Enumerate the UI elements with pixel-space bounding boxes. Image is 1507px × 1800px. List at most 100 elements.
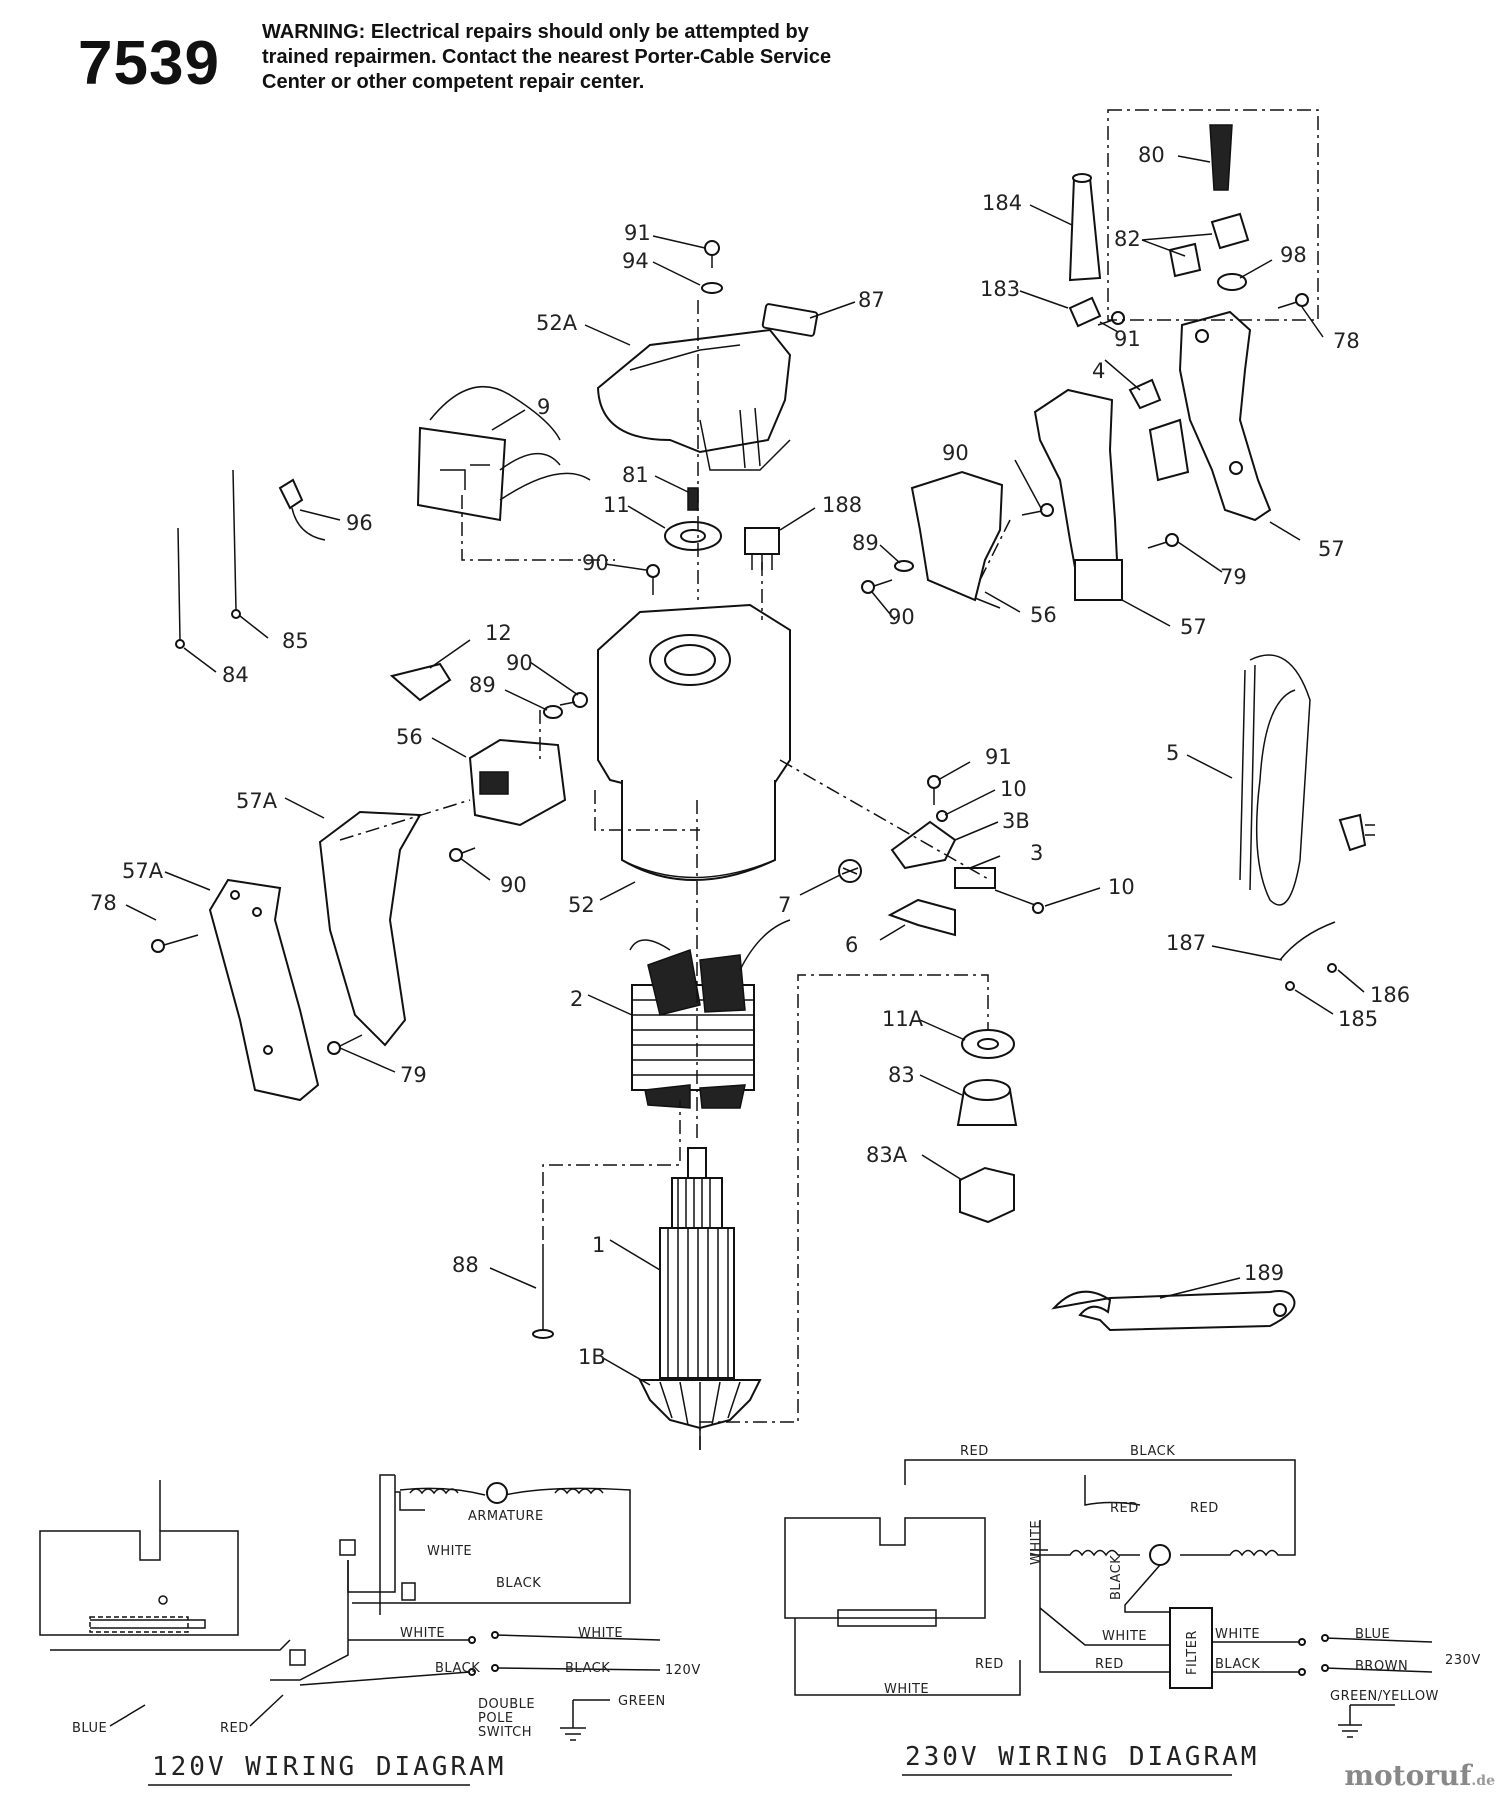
callout-11a: 11A	[882, 1007, 924, 1031]
callout-1b: 1B	[578, 1345, 606, 1369]
bearing-11	[664, 521, 722, 551]
callout-56-b: 56	[1030, 603, 1057, 627]
callout-56-a: 56	[396, 725, 423, 749]
washer-89-b	[543, 705, 563, 719]
screw-184	[1327, 963, 1337, 973]
spring-7	[838, 859, 862, 883]
wl230-blue: BLUE	[1355, 1627, 1390, 1642]
wl230-red2: RED	[1190, 1501, 1219, 1516]
collet-83	[956, 1079, 1018, 1126]
callout-90-a: 90	[506, 651, 533, 675]
brush-3	[954, 867, 996, 889]
model-number: 7539	[78, 29, 220, 98]
clip-6	[887, 898, 956, 937]
callout-84: 84	[222, 663, 249, 687]
callout-10-b: 10	[1108, 875, 1135, 899]
wl120-white1: WHITE	[427, 1544, 472, 1559]
collet-82	[1168, 212, 1250, 278]
callout-98: 96	[346, 511, 373, 535]
callout-10-a: 10	[1000, 777, 1027, 801]
switch-4	[1128, 378, 1190, 482]
callout-89-a: 89	[469, 673, 496, 697]
motor-housing-52	[597, 603, 791, 881]
callout-11: 11	[603, 493, 630, 517]
wl120-voltage: 120V	[665, 1663, 701, 1678]
wiring-diagram-230v: RED BLACK RED RED WHITE BLACK WHITE FILT…	[784, 1444, 1480, 1776]
wl120-armature: ARMATURE	[468, 1509, 544, 1524]
power-cord-5	[1239, 654, 1375, 906]
screw-94	[704, 240, 720, 268]
wl120-black1: BLACK	[496, 1576, 541, 1591]
callout-81: 81	[622, 463, 649, 487]
screw-91-a	[646, 564, 660, 595]
washer-96	[1217, 273, 1247, 291]
wl120-white3: WHITE	[578, 1626, 623, 1641]
wl230-top-red: RED	[960, 1444, 989, 1459]
motor-cap-52a	[596, 328, 792, 471]
wire-tie-85	[231, 469, 241, 619]
screw-10-b	[994, 889, 1044, 914]
screw-78-right	[1277, 293, 1309, 309]
callout-79-a: 79	[400, 1063, 427, 1087]
callout-57a-b: 57A	[122, 859, 164, 883]
wl230-black2: BLACK	[1215, 1657, 1260, 1672]
callout-12: 12	[485, 621, 512, 645]
screw-91-b	[927, 775, 941, 805]
wl120-red: RED	[220, 1721, 249, 1736]
callout-184: 186	[1370, 983, 1410, 1007]
hose-187	[1068, 173, 1102, 282]
callout-7: 7	[778, 893, 791, 917]
callout-185: 187	[1166, 931, 1206, 955]
collet-nut-83a	[959, 1166, 1015, 1224]
centerline-9	[339, 799, 471, 841]
callout-90-b: 90	[500, 873, 527, 897]
callout-189: 189	[1244, 1261, 1284, 1285]
callout-57-b: 57	[1180, 615, 1207, 639]
ground-wire-185	[1279, 921, 1336, 961]
callout-80: 80	[1138, 143, 1165, 167]
wl230-white-v: WHITE	[1029, 1520, 1044, 1565]
callout-78-a: 78	[90, 891, 117, 915]
spring-81	[687, 487, 699, 511]
wl120-black3: BLACK	[565, 1661, 610, 1676]
centerline-11	[979, 519, 1011, 581]
callout-57a-a: 57A	[236, 789, 278, 813]
washer-183	[1285, 981, 1295, 991]
callout-3: 3	[1030, 841, 1043, 865]
callout-79-b: 79	[1220, 565, 1247, 589]
screw-90-left	[449, 847, 476, 862]
screw-79-right	[1147, 533, 1179, 549]
screw-90-c	[559, 692, 588, 708]
wl230-white2: WHITE	[1215, 1627, 1260, 1642]
wl120-blue: BLUE	[72, 1721, 107, 1736]
callout-187: 184	[982, 191, 1022, 215]
wl120-switch3: SWITCH	[478, 1725, 532, 1740]
callout-83a: 83A	[866, 1143, 908, 1167]
plate-186	[1068, 296, 1102, 328]
callout-4: 4	[1092, 359, 1105, 383]
callout-5: 5	[1166, 741, 1179, 765]
field-stator-2	[629, 919, 791, 1109]
callout-6: 6	[845, 933, 858, 957]
callout-83: 83	[888, 1063, 915, 1087]
centerline-2	[461, 495, 615, 561]
wiring-diagram-120v: ARMATURE WHITE BLACK WHITE WHITE BLACK B…	[39, 1474, 701, 1786]
callout-57-a: 57	[1318, 537, 1345, 561]
handle-57a-inner	[318, 810, 422, 1047]
wrench-189	[1051, 1290, 1296, 1332]
warning-line-3: Center or other competent repair center.	[262, 71, 645, 93]
washer-89-right	[894, 560, 914, 572]
wl230-greenyellow: GREEN/YELLOW	[1330, 1689, 1439, 1704]
callout-91-c: 91	[1114, 327, 1141, 351]
switch-cover-56-right	[910, 470, 1004, 602]
callout-78-b: 78	[1333, 329, 1360, 353]
wl230-red3: RED	[975, 1657, 1004, 1672]
wl120-white2: WHITE	[400, 1626, 445, 1641]
screw-88	[532, 1244, 554, 1339]
wl120-black2: BLACK	[435, 1661, 480, 1676]
fan-1b	[638, 1379, 762, 1450]
warning-line-2: trained repairmen. Contact the nearest P…	[262, 46, 832, 68]
bearing-11a	[961, 1029, 1015, 1059]
trigger-12	[389, 662, 452, 702]
